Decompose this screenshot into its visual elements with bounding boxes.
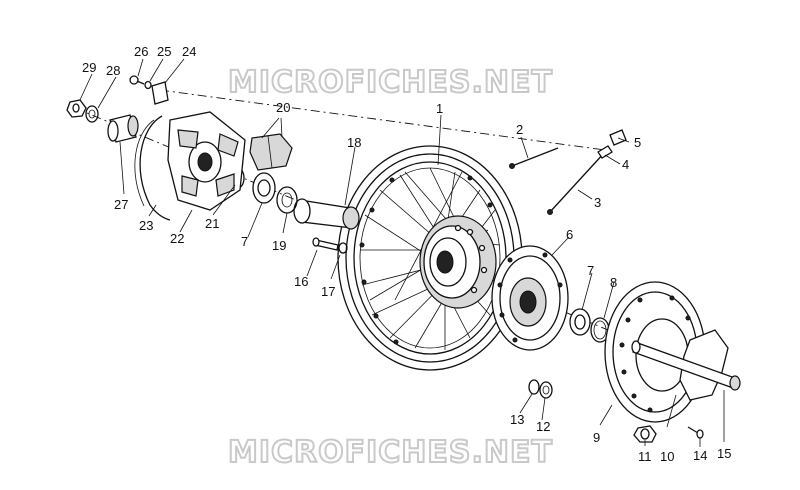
callout-19: 19 [272,238,286,253]
callout-16: 16 [294,274,308,289]
callout-18: 18 [347,135,361,150]
callout-23: 23 [139,218,153,233]
upper-reference-line [159,89,606,151]
callout-24: 24 [182,44,196,59]
bearing-left [252,172,276,204]
watermark-bottom: MICROFICHES.NET [228,435,553,470]
spoke-3 [547,151,606,215]
bearing-right [569,308,591,336]
callout-4: 4 [622,157,629,172]
valve-5 [609,129,627,146]
washer-12 [539,381,553,399]
callout-10: 10 [660,449,674,464]
clip-24 [151,81,169,105]
callout-2: 2 [516,122,523,137]
screw-14 [687,426,704,439]
callout-labels: 1 2 3 4 5 6 7 7 8 9 10 11 12 13 14 15 16… [82,44,731,464]
screw-26 [129,75,145,85]
drive-flange [491,245,569,351]
callout-27: 27 [114,197,128,212]
callout-7-right: 7 [587,263,594,278]
callout-11: 11 [638,449,652,464]
spacer-18 [293,198,360,230]
callout-20: 20 [276,100,290,115]
wheel-hub [419,215,497,309]
callout-14: 14 [693,448,707,463]
callout-1: 1 [436,101,443,116]
cush-drive-plate [167,111,246,211]
callout-26: 26 [134,44,148,59]
callout-13: 13 [510,412,524,427]
watermark-top: MICROFICHES.NET [228,65,553,100]
cush-rubber-20 [249,133,293,171]
callout-8: 8 [610,275,617,290]
callout-17: 17 [321,284,335,299]
callout-7-left: 7 [241,234,248,249]
bolt-16 [312,237,339,251]
callout-5: 5 [634,135,641,150]
ring-19 [276,186,298,214]
nut-11 [633,425,657,443]
callout-29: 29 [82,60,96,75]
callout-21: 21 [205,216,219,231]
leader-lines [79,58,725,447]
rim-holes [359,175,493,345]
callout-22: 22 [170,231,184,246]
callout-6: 6 [566,227,573,242]
washer-13 [528,379,540,395]
washer-28 [85,105,99,123]
washer-25 [144,80,152,90]
wheel-axle [631,340,741,391]
spoke-2 [509,147,559,169]
callout-25: 25 [157,44,171,59]
washer-17 [338,242,348,254]
callout-15: 15 [717,446,731,461]
callout-28: 28 [106,63,120,78]
callout-9: 9 [593,430,600,445]
callout-12: 12 [536,419,550,434]
tone-ring-23 [134,115,171,221]
bushing-27 [107,114,139,143]
callout-3: 3 [594,195,601,210]
nut-29 [66,99,87,118]
nipple-4 [597,145,613,159]
